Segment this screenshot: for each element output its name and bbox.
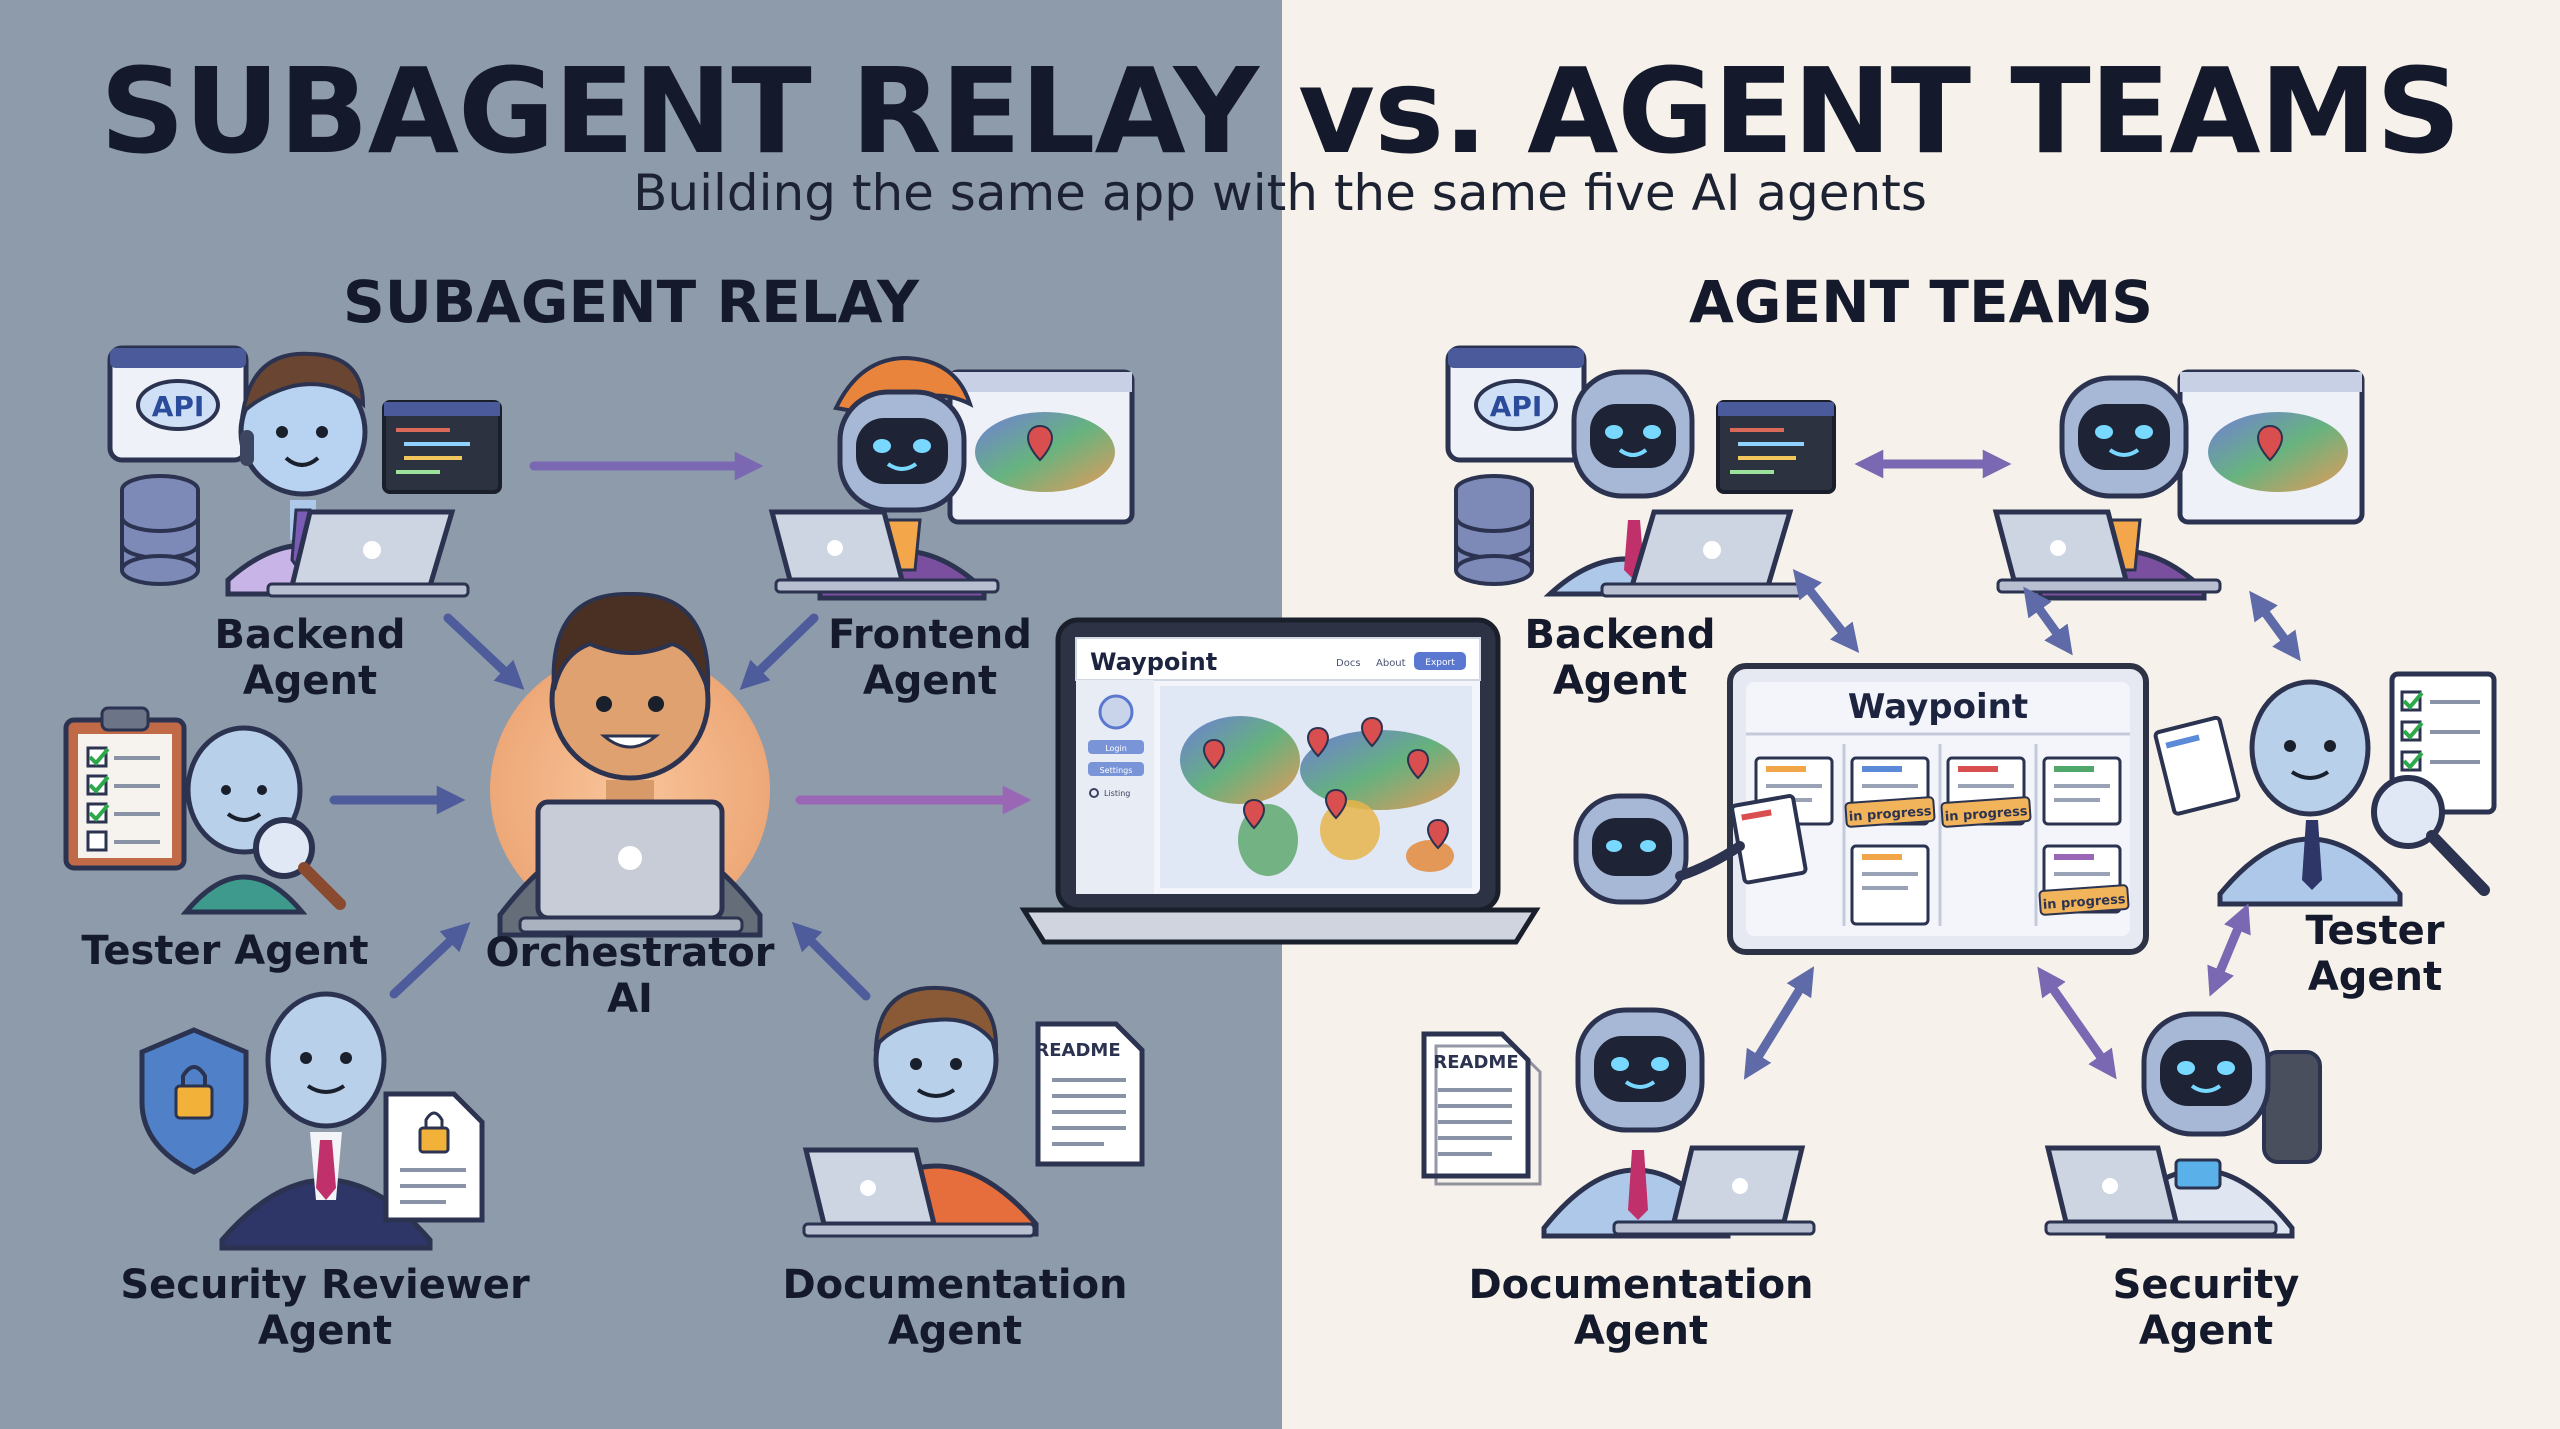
label-line: Documentation	[782, 1262, 1128, 1308]
label-line: Orchestrator	[485, 930, 775, 976]
readme-title-text: README	[1035, 1040, 1120, 1061]
in-progress-tag-text: in progress	[2042, 892, 2126, 913]
teams-tester-label: Tester Agent	[2250, 908, 2500, 1000]
api-badge-text: API	[152, 390, 205, 423]
code-window-icon	[382, 400, 502, 494]
app-nav-link: Docs	[1336, 658, 1361, 669]
database-icon	[120, 474, 200, 586]
in-progress-tag-text: in progress	[1848, 804, 1932, 825]
app-sidebar-item: Settings	[1100, 766, 1133, 775]
label-line: Agent	[2138, 1308, 2274, 1354]
label-line: Documentation	[1468, 1262, 1814, 1308]
teams-security-label: Security Agent	[2066, 1262, 2346, 1354]
relay-tester-label: Tester Agent	[40, 928, 410, 974]
label-line: Security	[2112, 1262, 2300, 1308]
in-progress-tags: in progress in progress in progress	[1844, 796, 2130, 916]
relay-documentation-label: Documentation Agent	[770, 1262, 1140, 1354]
label-line: Tester	[2305, 908, 2445, 954]
app-sidebar-item: Listing	[1104, 789, 1130, 798]
app-nav-link: About	[1376, 658, 1406, 669]
map-pins	[1202, 716, 1450, 850]
label-line: Agent	[862, 658, 998, 704]
clipboard-checklist-icon	[63, 706, 187, 871]
relay-tester-agent	[63, 706, 346, 915]
board-title-text: Waypoint	[1848, 687, 2028, 727]
relay-security-label: Security Reviewer Agent	[110, 1262, 540, 1354]
board-helper-robot	[1573, 793, 1808, 905]
teams-documentation-agent: README	[1421, 1007, 1816, 1239]
label-line: Agent	[1573, 1308, 1709, 1354]
label-line: Tester Agent	[81, 928, 369, 974]
in-progress-tag-text: in progress	[1944, 804, 2028, 825]
label-line: Frontend	[828, 612, 1032, 658]
map-browser-window	[947, 369, 1135, 525]
readme-document-icon: README	[1035, 1021, 1145, 1167]
teams-backend-agent: API	[1445, 345, 1836, 598]
relay-frontend-agent	[768, 355, 1135, 601]
label-line: Security Reviewer	[120, 1262, 530, 1308]
main-title: SUBAGENT RELAY vs. AGENT TEAMS	[99, 42, 2461, 180]
relay-frontend-label: Frontend Agent	[780, 612, 1080, 704]
orchestrator-ai	[490, 591, 770, 938]
relay-backend-agent: API	[107, 345, 502, 598]
teams-security-agent	[2044, 1011, 2322, 1239]
teams-tester-agent	[2153, 671, 2497, 907]
label-line: AI	[607, 976, 653, 1022]
subtitle: Building the same app with the same five…	[633, 164, 1927, 222]
label-line: Agent	[257, 1308, 393, 1354]
relay-backend-label: Backend Agent	[150, 612, 470, 704]
teams-arrows	[1743, 449, 2301, 1121]
teams-heading: AGENT TEAMS	[1689, 268, 2153, 336]
app-sidebar-item: Login	[1105, 744, 1127, 753]
magnifier-icon	[253, 817, 346, 910]
relay-documentation-agent: README	[802, 985, 1145, 1238]
waypoint-laptop: Waypoint Docs About Export Login Setting…	[1019, 617, 1541, 945]
lock-icon	[174, 1084, 214, 1120]
label-line: Agent	[1552, 658, 1688, 704]
teams-documentation-label: Documentation Agent	[1456, 1262, 1826, 1354]
teams-backend-label: Backend Agent	[1480, 612, 1760, 704]
label-line: Backend	[214, 612, 406, 658]
label-line: Agent	[887, 1308, 1023, 1354]
app-brand-text: Waypoint	[1090, 648, 1217, 676]
orchestrator-label: Orchestrator AI	[470, 930, 790, 1022]
relay-arrows	[329, 451, 1032, 1001]
secure-document-icon	[383, 1091, 485, 1223]
api-badge-text: API	[1490, 390, 1543, 423]
label-line: Backend	[1524, 612, 1716, 658]
app-nav-button-text: Export	[1425, 658, 1455, 668]
relay-heading: SUBAGENT RELAY	[342, 268, 920, 336]
label-line: Agent	[242, 658, 378, 704]
label-line: Agent	[2307, 954, 2443, 1000]
teams-frontend-agent	[1992, 369, 2365, 601]
relay-security-agent	[139, 991, 485, 1251]
readme-title-text: README	[1433, 1052, 1518, 1073]
